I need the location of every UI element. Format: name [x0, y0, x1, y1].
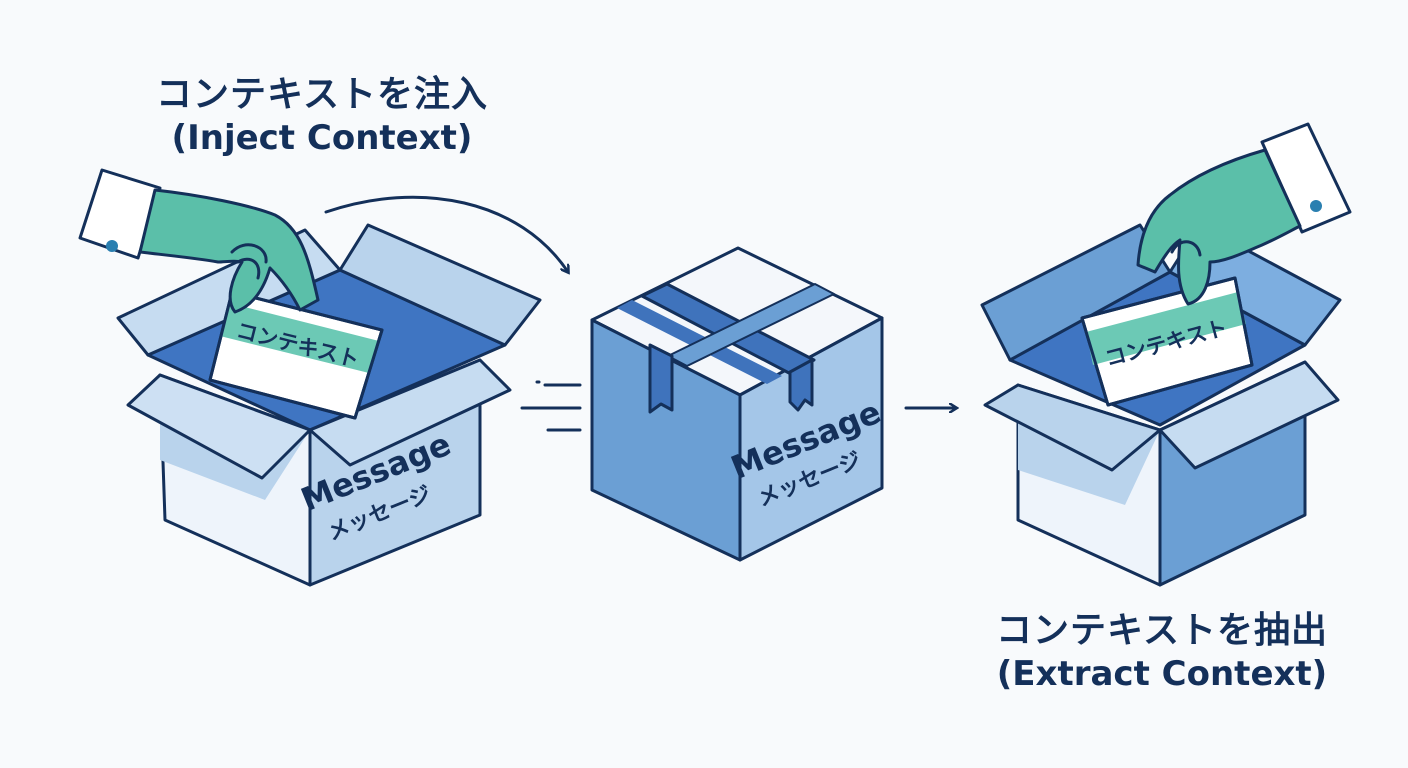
extract-hand-icon [1136, 122, 1352, 306]
inject-open-box [116, 223, 542, 587]
extract-context-card [1080, 276, 1254, 407]
extract-cuff-button [1310, 200, 1322, 212]
inject-to-send-arrow-icon [324, 195, 568, 272]
extract-title-jp: コンテキストを抽出 [996, 610, 1328, 651]
inject-title-en: (Inject Context) [171, 118, 473, 158]
inject-hand-icon [78, 168, 320, 314]
extract-open-box [980, 223, 1342, 587]
inject-title-jp: コンテキストを注入 [156, 74, 488, 115]
inject-cuff-button [106, 240, 118, 252]
motion-lines-icon [520, 380, 582, 432]
inject-context-card [208, 290, 384, 420]
sealed-message-box [590, 246, 884, 562]
extract-title-en: (Extract Context) [996, 654, 1328, 694]
inject-caption: コンテキストを注入 (Inject Context) [152, 72, 492, 160]
extract-caption: コンテキストを抽出 (Extract Context) [986, 608, 1338, 696]
